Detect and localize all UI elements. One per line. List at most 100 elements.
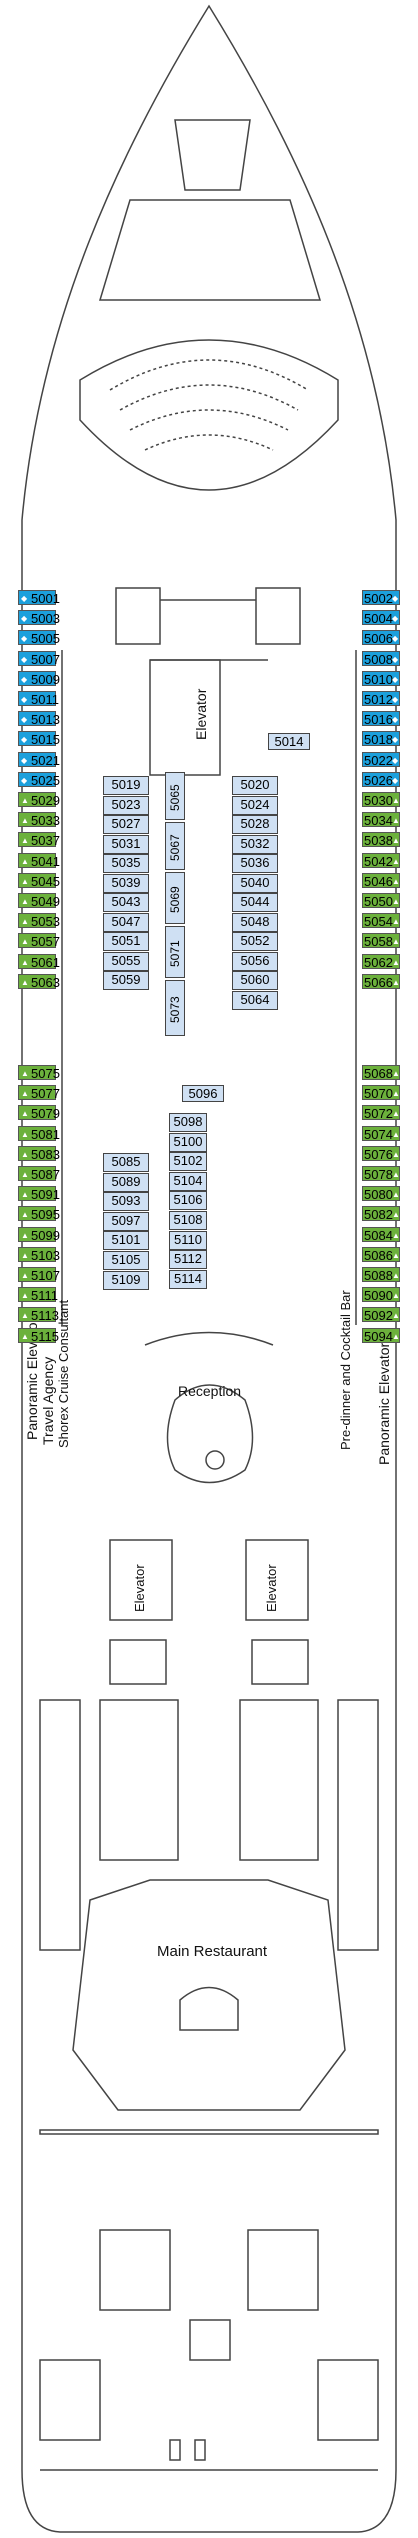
cabin-5043[interactable]: 5043: [103, 893, 149, 912]
cabin-5096[interactable]: 5096: [182, 1085, 224, 1102]
cabin-5050[interactable]: 5050▲: [362, 893, 400, 909]
cabin-5086[interactable]: 5086▲: [362, 1246, 400, 1263]
cabin-5055[interactable]: 5055: [103, 951, 149, 971]
cabin-5018[interactable]: 5018◆: [362, 731, 400, 747]
cabin-5066[interactable]: 5066▲: [362, 973, 400, 990]
cabin-5114[interactable]: 5114: [169, 1269, 207, 1289]
cabin-5073[interactable]: 5073: [165, 980, 185, 1036]
cabin-5078[interactable]: 5078▲: [362, 1166, 400, 1182]
cabin-5046[interactable]: 5046▲: [362, 872, 400, 889]
cabin-5013[interactable]: 5013◆: [18, 711, 60, 727]
cabin-5006[interactable]: 5006◆: [362, 630, 400, 646]
cabin-5062[interactable]: 5062▲: [362, 953, 400, 970]
cabin-5091[interactable]: 5091▲: [18, 1186, 60, 1202]
cabin-5090[interactable]: 5090▲: [362, 1287, 400, 1303]
cabin-5106[interactable]: 5106: [169, 1191, 207, 1211]
cabin-5058[interactable]: 5058▲: [362, 933, 400, 949]
cabin-5108[interactable]: 5108: [169, 1211, 207, 1230]
cabin-5087[interactable]: 5087▲: [18, 1166, 60, 1182]
cabin-5068[interactable]: 5068▲: [362, 1065, 400, 1081]
cabin-5036[interactable]: 5036: [232, 854, 278, 873]
cabin-5053[interactable]: 5053▲: [18, 913, 60, 929]
cabin-5033[interactable]: 5033▲: [18, 812, 60, 828]
cabin-5047[interactable]: 5047: [103, 912, 149, 932]
cabin-5002[interactable]: 5002◆: [362, 590, 400, 606]
cabin-5007[interactable]: 5007◆: [18, 650, 60, 667]
cabin-5004[interactable]: 5004◆: [362, 610, 400, 626]
cabin-5020[interactable]: 5020: [232, 776, 278, 795]
cabin-5103[interactable]: 5103▲: [18, 1246, 60, 1263]
cabin-5029[interactable]: 5029▲: [18, 792, 60, 808]
cabin-5088[interactable]: 5088▲: [362, 1267, 400, 1283]
cabin-5023[interactable]: 5023: [103, 795, 149, 815]
cabin-5044[interactable]: 5044: [232, 893, 278, 912]
cabin-5015[interactable]: 5015◆: [18, 731, 60, 747]
cabin-5097[interactable]: 5097: [103, 1211, 149, 1231]
cabin-5034[interactable]: 5034▲: [362, 812, 400, 828]
cabin-5009[interactable]: 5009◆: [18, 670, 60, 687]
cabin-5083[interactable]: 5083▲: [18, 1145, 60, 1162]
cabin-5022[interactable]: 5022◆: [362, 751, 400, 768]
cabin-5075[interactable]: 5075▲: [18, 1065, 60, 1081]
cabin-5085[interactable]: 5085: [103, 1153, 149, 1172]
cabin-5042[interactable]: 5042▲: [362, 852, 400, 869]
cabin-5093[interactable]: 5093: [103, 1192, 149, 1212]
cabin-5064[interactable]: 5064: [232, 990, 278, 1010]
cabin-5021[interactable]: 5021◆: [18, 751, 60, 768]
cabin-5035[interactable]: 5035: [103, 854, 149, 873]
cabin-5079[interactable]: 5079▲: [18, 1105, 60, 1121]
cabin-5109[interactable]: 5109: [103, 1270, 149, 1290]
cabin-5095[interactable]: 5095▲: [18, 1206, 60, 1222]
cabin-5001[interactable]: 5001◆: [18, 590, 60, 606]
cabin-5016[interactable]: 5016◆: [362, 711, 400, 727]
cabin-5038[interactable]: 5038▲: [362, 832, 400, 848]
cabin-5049[interactable]: 5049▲: [18, 893, 60, 909]
cabin-5077[interactable]: 5077▲: [18, 1085, 60, 1101]
cabin-5067[interactable]: 5067: [165, 822, 185, 870]
cabin-5060[interactable]: 5060: [232, 971, 278, 990]
cabin-5005[interactable]: 5005◆: [18, 630, 60, 646]
cabin-5076[interactable]: 5076▲: [362, 1145, 400, 1162]
cabin-5092[interactable]: 5092▲: [362, 1307, 400, 1323]
cabin-5070[interactable]: 5070▲: [362, 1085, 400, 1101]
cabin-5019[interactable]: 5019: [103, 776, 149, 795]
cabin-5082[interactable]: 5082▲: [362, 1206, 400, 1222]
cabin-5037[interactable]: 5037▲: [18, 832, 60, 848]
cabin-5010[interactable]: 5010◆: [362, 670, 400, 687]
cabin-5027[interactable]: 5027: [103, 815, 149, 834]
cabin-5061[interactable]: 5061▲: [18, 953, 60, 970]
cabin-5052[interactable]: 5052: [232, 932, 278, 951]
cabin-5107[interactable]: 5107▲: [18, 1267, 60, 1283]
cabin-5028[interactable]: 5028: [232, 815, 278, 834]
cabin-5026[interactable]: 5026◆: [362, 771, 400, 788]
cabin-5039[interactable]: 5039: [103, 873, 149, 893]
cabin-5054[interactable]: 5054▲: [362, 913, 400, 929]
cabin-5014[interactable]: 5014: [268, 733, 310, 750]
cabin-5069[interactable]: 5069: [165, 872, 185, 924]
cabin-5011[interactable]: 5011◆: [18, 691, 59, 707]
cabin-5112[interactable]: 5112: [169, 1250, 207, 1270]
cabin-5040[interactable]: 5040: [232, 873, 278, 893]
cabin-5098[interactable]: 5098: [169, 1113, 207, 1132]
cabin-5102[interactable]: 5102: [169, 1152, 207, 1172]
cabin-5048[interactable]: 5048: [232, 912, 278, 932]
cabin-5110[interactable]: 5110: [169, 1230, 207, 1250]
cabin-5104[interactable]: 5104: [169, 1171, 207, 1191]
cabin-5094[interactable]: 5094▲: [362, 1327, 400, 1344]
cabin-5032[interactable]: 5032: [232, 834, 278, 854]
cabin-5056[interactable]: 5056: [232, 951, 278, 971]
cabin-5099[interactable]: 5099▲: [18, 1226, 60, 1243]
cabin-5081[interactable]: 5081▲: [18, 1125, 60, 1142]
cabin-5111[interactable]: 5111▲: [18, 1287, 58, 1303]
cabin-5065[interactable]: 5065: [165, 772, 185, 820]
cabin-5100[interactable]: 5100: [169, 1132, 207, 1152]
cabin-5059[interactable]: 5059: [103, 971, 149, 990]
cabin-5031[interactable]: 5031: [103, 834, 149, 854]
cabin-5115[interactable]: 5115▲: [18, 1327, 59, 1344]
cabin-5084[interactable]: 5084▲: [362, 1226, 400, 1243]
cabin-5041[interactable]: 5041▲: [18, 852, 60, 869]
cabin-5025[interactable]: 5025◆: [18, 771, 60, 788]
cabin-5045[interactable]: 5045▲: [18, 872, 60, 889]
cabin-5113[interactable]: 5113▲: [18, 1307, 59, 1323]
cabin-5003[interactable]: 5003◆: [18, 610, 60, 626]
